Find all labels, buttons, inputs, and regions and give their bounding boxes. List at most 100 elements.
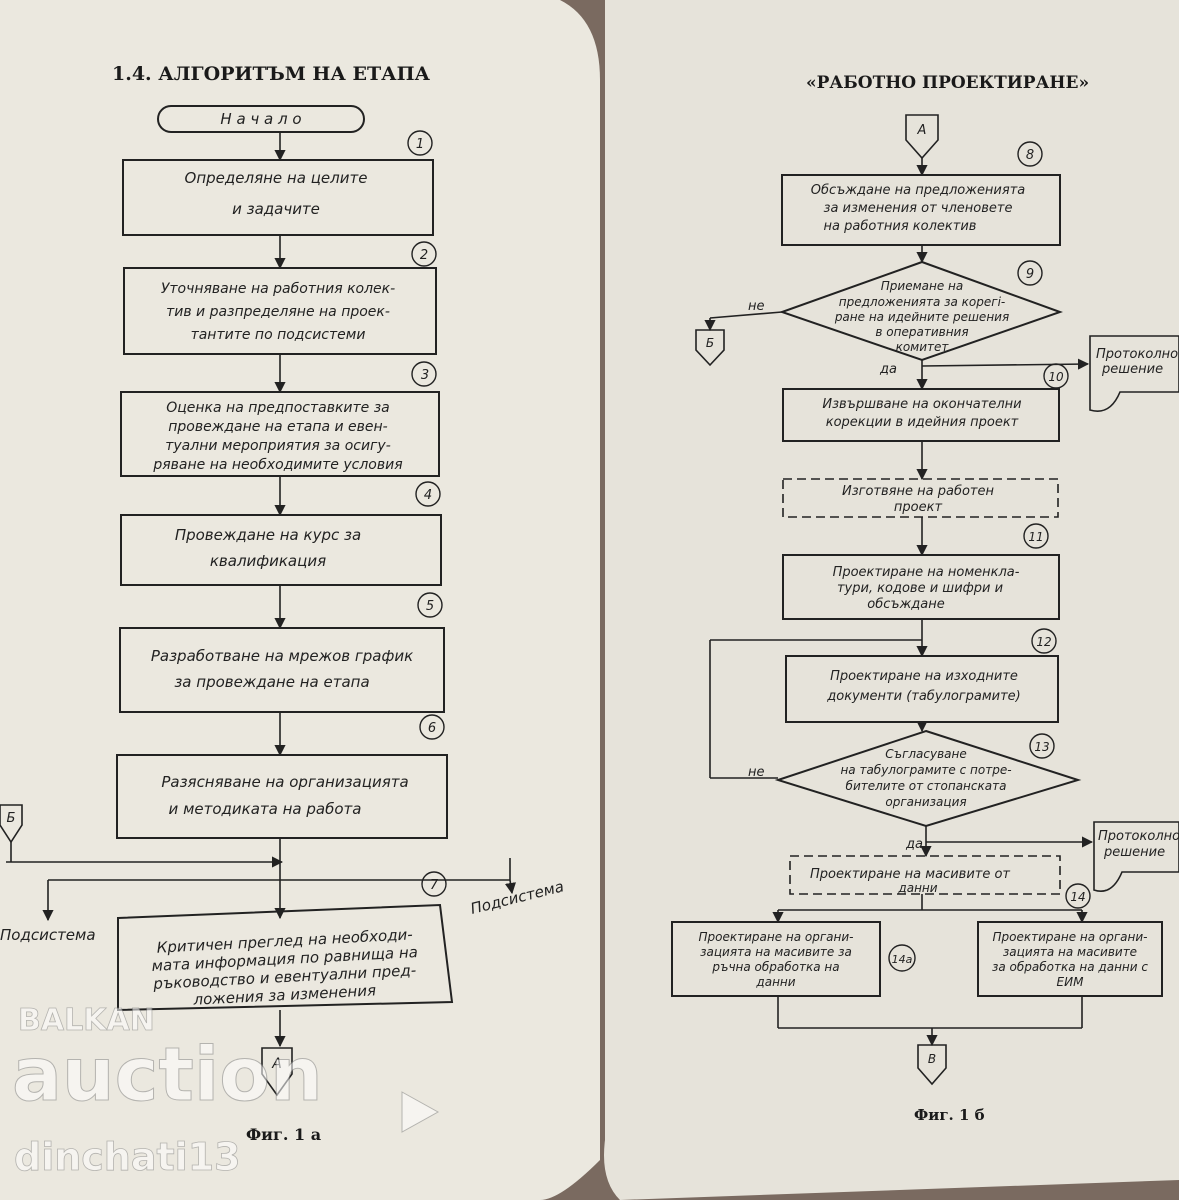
step-12-number: 12 [1036, 635, 1051, 649]
step-14a-number: 14а [892, 953, 913, 966]
step-3-line-1: Оценка на предпоставките за [166, 400, 390, 416]
line-9-no [709, 311, 783, 319]
step-12-line-1: Проектиране на изходните [830, 669, 1018, 684]
step-2-line-1: Уточняване на работния колек- [161, 281, 395, 297]
dashed-box-work-project [782, 478, 1059, 518]
step-5-number-circle [417, 592, 443, 618]
connector-a-left-label: А [271, 1056, 282, 1072]
step-10-box [782, 388, 1060, 442]
decision-13-number-circle [1029, 733, 1055, 759]
step-14-line-2: зацията на масивите [1003, 945, 1137, 959]
step-3-line-3: туални мероприятия за осигу- [165, 438, 391, 454]
step-11-number: 11 [1028, 530, 1043, 544]
connector-a-right-label: А [917, 123, 927, 138]
dashed-box-data-arrays [789, 855, 1061, 895]
step-5-line-1: Разработване на мрежов график [151, 647, 413, 665]
step-4-number-circle [415, 481, 441, 507]
step-1-number: 1 [416, 137, 424, 152]
step-11-line-2: тури, кодове и шифри и [837, 581, 1003, 596]
step-11-box [782, 554, 1060, 620]
step-10-line-1: Извършване на окончателни [822, 397, 1021, 412]
dashed-2-line-1: Проектиране на масивите от [810, 867, 1010, 882]
step-14-line-1: Проектиране на органи- [992, 930, 1147, 944]
step-5-box [119, 627, 445, 713]
step-5-number: 5 [426, 599, 434, 614]
connector-b-left-label: Б [7, 811, 16, 826]
step-11-line-1: Проектиране на номенкла- [833, 565, 1020, 580]
step-6-box [116, 754, 448, 839]
decision-13-line-4: организация [885, 795, 966, 809]
step-8-line-3: на работния колектив [824, 219, 977, 234]
step-7-number-circle [421, 871, 447, 897]
decision-13-line-2: на табулограмите с потре- [840, 763, 1011, 777]
right-page [604, 0, 1179, 1200]
left-figure-caption: Фиг. 1 а [246, 1125, 321, 1144]
decision-13-number: 13 [1034, 740, 1049, 754]
step-7-number: 7 [430, 878, 439, 893]
step-1-box [122, 159, 434, 236]
step-14a-number-circle [888, 944, 916, 972]
connector-v [917, 1044, 947, 1086]
step-8-line-1: Обсъждане на предложенията [811, 183, 1026, 198]
step-14a-box [671, 921, 881, 997]
step-2-number: 2 [420, 248, 428, 263]
step-12-line-2: документи (табулограмите) [826, 689, 1020, 704]
decision-13-line-3: бителите от стопанската [846, 779, 1007, 793]
start-label: Н а ч а л о [220, 110, 301, 128]
watermark-line-1: BALKAN [18, 1003, 155, 1038]
watermark: BALKAN auction dinchati13 [12, 1003, 440, 1179]
connector-a-left [261, 1047, 293, 1097]
step-5-line-2: за провеждане на етапа [174, 673, 369, 691]
decision-9-no-label: не [748, 299, 765, 314]
step-14a-line-3: ръчна обработка на [711, 960, 839, 974]
protocol-decision-1-shape [1089, 335, 1179, 412]
step-3-number: 3 [421, 368, 429, 383]
step-10-number: 10 [1048, 370, 1064, 384]
step-4-box [120, 514, 442, 586]
decision-9-line-3: ране на идейните решения [834, 310, 1009, 324]
connector-b-right [695, 329, 725, 367]
step-2-line-2: тив и разпределяне на проек- [166, 304, 390, 320]
step-11-line-3: обсъждане [867, 597, 944, 612]
right-page-title: «РАБОТНО ПРОЕКТИРАНЕ» [806, 73, 1089, 93]
start-terminal [157, 105, 365, 133]
subsystem-left-label: Подсистема [0, 926, 96, 944]
step-14-number: 14 [1070, 890, 1085, 904]
step-12-number-circle [1031, 628, 1057, 654]
step-14-number-circle [1065, 883, 1091, 909]
step-3-line-2: провеждане на етапа и евен- [168, 419, 388, 435]
step-7-box [117, 903, 454, 1012]
decision-9-line-4: в оперативния [875, 325, 968, 339]
step-14-line-3: за обработка на данни с [992, 960, 1148, 974]
step-8-box [781, 174, 1061, 246]
step-3-number-circle [411, 361, 437, 387]
step-8-line-2: за изменения от членовете [824, 201, 1013, 216]
decision-13-line-1: Съгласуване [885, 747, 967, 761]
step-4-line-1: Провеждане на курс за [175, 526, 361, 544]
arrow-subsystem-right [504, 879, 517, 895]
step-14a-line-1: Проектиране на органи- [698, 930, 853, 944]
step-8-number: 8 [1026, 148, 1034, 163]
watermark-line-3: dinchati13 [14, 1135, 241, 1179]
step-14a-line-4: данни [755, 975, 795, 989]
dashed-1-line-1: Изготвяне на работен [842, 484, 994, 499]
step-6-number: 6 [428, 721, 436, 736]
watermark-play-icon [401, 1091, 440, 1133]
step-6-number-circle [419, 714, 445, 740]
step-1-number-circle [407, 130, 433, 156]
step-11-number-circle [1023, 523, 1049, 549]
connector-a-right [905, 114, 939, 160]
decision-13-yes-label: да [905, 837, 923, 852]
step-1-line-2: и задачите [232, 200, 320, 218]
decision-9-line-2: предложенията за корегі- [839, 295, 1005, 309]
decision-9-line-5: комитет [896, 340, 950, 354]
decision-9-yes-label: да [879, 362, 897, 377]
step-10-number-circle [1043, 363, 1069, 389]
left-page-title: 1.4. АЛГОРИТЪМ НА ЕТАПА [112, 63, 431, 85]
decision-9-line-1: Приемане на [881, 279, 963, 293]
protocol-1-line-1: Протоколно [1096, 347, 1178, 362]
right-figure-caption: Фиг. 1 б [914, 1106, 985, 1124]
step-10-line-2: корекции в идейния проект [826, 415, 1019, 430]
